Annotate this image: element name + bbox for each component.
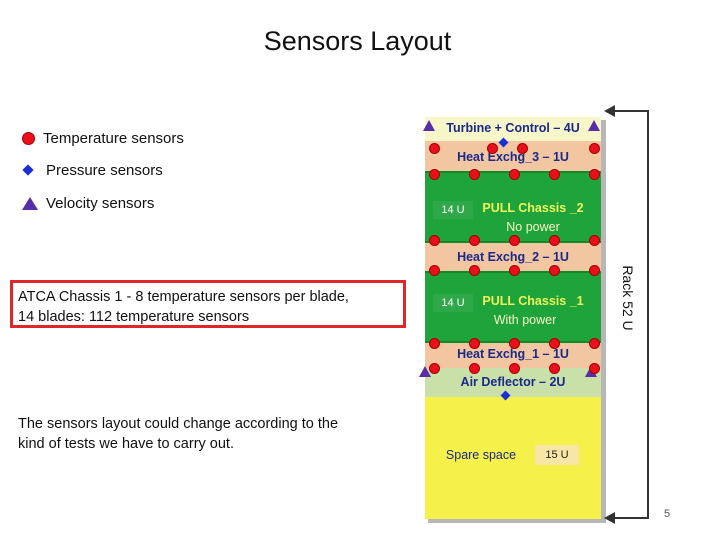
temperature-sensor-icon — [469, 265, 480, 276]
layout-note-line-1: The sensors layout could change accordin… — [18, 416, 339, 432]
rack-arrow-bottom-icon — [604, 512, 615, 524]
air-deflector: Air Deflector – 2U — [425, 368, 601, 397]
heat-exchanger-3: Heat Exchg_3 – 1U — [425, 141, 601, 171]
velocity-sensor-icon — [419, 366, 431, 377]
temperature-sensor-icon — [429, 235, 440, 246]
legend-velocity-label: Velocity sensors — [46, 194, 155, 212]
temperature-sensor-icon — [429, 265, 440, 276]
heat-exchanger-1-label: Heat Exchg_1 – 1U — [457, 347, 569, 361]
rack-height-label: Rack 52 U — [620, 265, 636, 331]
spare-space: Spare space 15 U — [425, 397, 601, 519]
temperature-sensor-icon — [589, 363, 600, 374]
temperature-sensor-icon — [469, 338, 480, 349]
rack-height-bottom — [610, 517, 649, 519]
temperature-sensor-icon — [517, 143, 528, 154]
spare-space-label: Spare space — [445, 448, 517, 462]
temperature-sensor-icon — [589, 235, 600, 246]
temperature-sensor-icon — [509, 169, 520, 180]
temperature-sensor-icon — [469, 235, 480, 246]
temperature-sensor-icon — [509, 235, 520, 246]
temperature-sensor-icon — [589, 169, 600, 180]
pull-chassis-2: 14 U PULL Chassis _2 No power — [425, 171, 601, 243]
atca-note-box — [10, 280, 406, 328]
pressure-sensor-icon — [22, 164, 34, 176]
spare-space-units: 15 U — [535, 445, 579, 465]
velocity-sensor-icon — [22, 196, 38, 210]
rack-diagram: Turbine + Control – 4U Heat Exchg_3 – 1U… — [419, 117, 606, 523]
temperature-sensor-icon — [509, 338, 520, 349]
temperature-sensor-icon — [549, 363, 560, 374]
rack-shadow-bottom — [428, 519, 606, 523]
rack-shadow-side — [601, 120, 606, 522]
atca-note-line-2: 14 blades: 112 temperature sensors — [18, 309, 250, 325]
page-title: Sensors Layout — [263, 26, 452, 56]
turbine-section: Turbine + Control – 4U — [425, 117, 601, 141]
temperature-sensor-icon — [549, 338, 560, 349]
temperature-sensor-icon — [429, 338, 440, 349]
temperature-sensor-icon — [469, 169, 480, 180]
pull-chassis-1-status: With power — [493, 313, 557, 327]
heat-exchanger-2-label: Heat Exchg_2 – 1U — [457, 250, 569, 264]
temperature-sensor-icon — [549, 265, 560, 276]
velocity-sensor-icon — [423, 120, 435, 131]
temperature-sensor-icon — [469, 363, 480, 374]
legend-pressure-label: Pressure sensors — [46, 161, 163, 179]
layout-note-line-2: kind of tests we have to carry out. — [18, 436, 234, 452]
velocity-sensor-icon — [588, 120, 600, 131]
pull-chassis-2-status: No power — [506, 220, 560, 234]
temperature-sensor-icon — [589, 143, 600, 154]
legend-temperature: Temperature sensors — [22, 128, 184, 148]
air-deflector-label: Air Deflector – 2U — [460, 375, 566, 389]
page-number: 5 — [664, 508, 671, 520]
legend-pressure: Pressure sensors — [22, 160, 163, 180]
legend-velocity: Velocity sensors — [22, 193, 154, 213]
pull-chassis-1: 14 U PULL Chassis _1 With power — [425, 271, 601, 343]
temperature-sensor-icon — [509, 363, 520, 374]
temperature-sensor-icon — [429, 143, 440, 154]
temperature-sensor-icon — [589, 338, 600, 349]
temperature-sensor-icon — [509, 265, 520, 276]
legend-temperature-label: Temperature sensors — [43, 129, 184, 147]
pull-chassis-2-units: 14 U — [433, 201, 473, 219]
pull-chassis-1-units: 14 U — [433, 294, 473, 312]
temperature-sensor-icon — [549, 235, 560, 246]
temperature-sensor-icon — [429, 363, 440, 374]
temperature-sensor-icon — [487, 143, 498, 154]
rack-height-line — [647, 111, 649, 518]
temperature-sensor-icon — [549, 169, 560, 180]
heat-exchanger-3-label: Heat Exchg_3 – 1U — [457, 150, 569, 164]
turbine-label: Turbine + Control – 4U — [446, 121, 580, 135]
pull-chassis-1-name: PULL Chassis _1 — [482, 294, 584, 308]
rack-arrow-top-icon — [604, 105, 615, 117]
temperature-sensor-icon — [429, 169, 440, 180]
temperature-sensor-icon — [589, 265, 600, 276]
temperature-sensor-icon — [22, 131, 35, 145]
rack-height-top — [610, 110, 649, 112]
atca-note-line-1: ATCA Chassis 1 - 8 temperature sensors p… — [18, 289, 349, 305]
pull-chassis-2-name: PULL Chassis _2 — [482, 201, 584, 215]
